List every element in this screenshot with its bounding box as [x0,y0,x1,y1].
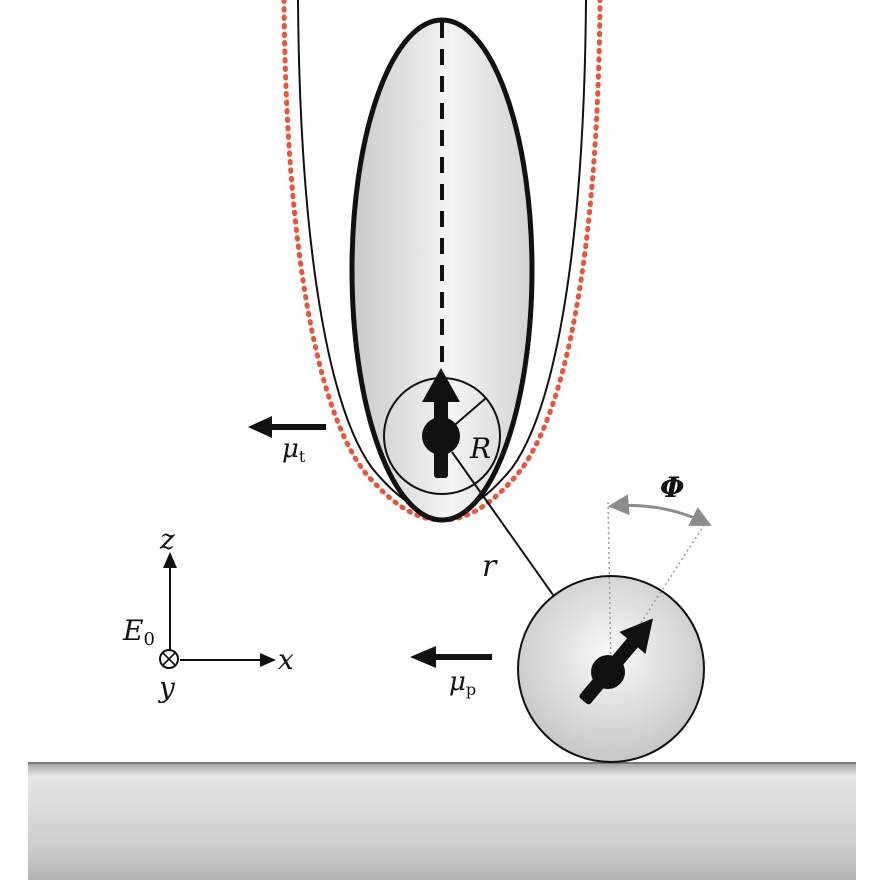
angle-label: Φ [660,471,684,504]
z-axis-label: z [159,523,175,556]
x-axis-label: x [278,643,294,676]
particle-dipole [579,618,653,705]
coordinate-axes [159,552,276,669]
field-label: E0 [122,614,155,650]
y-axis-label: y [157,671,176,704]
radius-label: R [469,432,491,465]
angle-arc [607,494,712,526]
tip-dipole [422,368,460,478]
angle-reference-line [607,499,612,670]
substrate [28,762,856,880]
particle-moment-arrow [410,646,492,668]
tip-moment-label: μt [282,434,306,466]
particle-moment-label: μp [449,667,476,699]
distance-label: r [482,549,498,584]
tip-moment-arrow [248,416,326,438]
angle-tilted-line [610,521,707,670]
